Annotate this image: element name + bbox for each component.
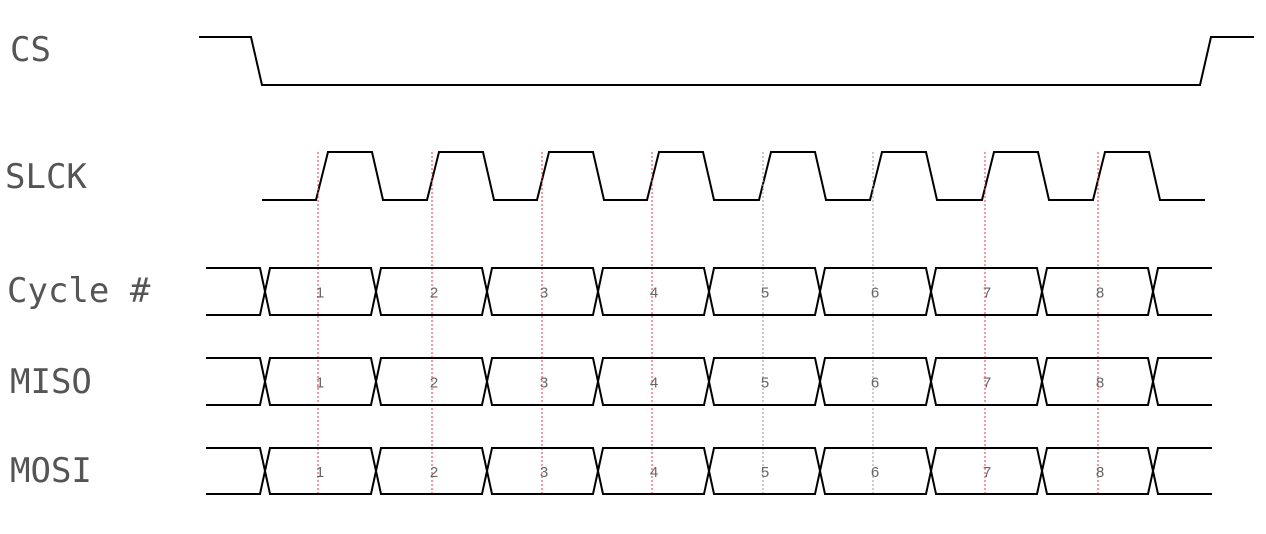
miso-value: 5 bbox=[761, 375, 769, 392]
cycle-bus-bottom bbox=[206, 291, 1212, 316]
mosi-value: 8 bbox=[1096, 464, 1104, 481]
cycle-bus-top bbox=[206, 267, 1212, 292]
mosi-value: 1 bbox=[316, 464, 324, 481]
miso-bus-bottom bbox=[206, 381, 1212, 406]
mosi-value: 6 bbox=[871, 464, 879, 481]
mosi-bus-bottom bbox=[206, 470, 1212, 495]
mosi-label: MOSI bbox=[10, 451, 92, 491]
cs-waveform bbox=[199, 36, 1254, 86]
mosi-value: 4 bbox=[650, 464, 658, 481]
cycle-value: 8 bbox=[1096, 285, 1104, 302]
mosi-value: 5 bbox=[761, 464, 769, 481]
miso-value: 2 bbox=[430, 375, 438, 392]
miso-value: 1 bbox=[316, 375, 324, 392]
cycle-value: 1 bbox=[316, 285, 324, 302]
cycle-value: 6 bbox=[871, 285, 879, 302]
cycle-value: 3 bbox=[540, 285, 548, 302]
mosi-bus-top bbox=[206, 447, 1212, 472]
cycle-value: 4 bbox=[650, 285, 658, 302]
sclk-waveform bbox=[262, 151, 1205, 201]
miso-label: MISO bbox=[10, 362, 92, 402]
cs-label: CS bbox=[10, 30, 51, 70]
miso-value: 7 bbox=[983, 375, 991, 392]
miso-value: 4 bbox=[650, 375, 658, 392]
sclk-label: SLCK bbox=[5, 157, 87, 197]
mosi-value: 3 bbox=[540, 464, 548, 481]
mosi-value: 2 bbox=[430, 464, 438, 481]
cycle-value: 7 bbox=[983, 285, 991, 302]
miso-value: 8 bbox=[1096, 375, 1104, 392]
cycle-value: 2 bbox=[430, 285, 438, 302]
miso-bus-top bbox=[206, 357, 1212, 382]
miso-value: 6 bbox=[871, 375, 879, 392]
cycle-value: 5 bbox=[761, 285, 769, 302]
miso-value: 3 bbox=[540, 375, 548, 392]
cycle-label: Cycle # bbox=[7, 271, 151, 311]
mosi-value: 7 bbox=[983, 464, 991, 481]
